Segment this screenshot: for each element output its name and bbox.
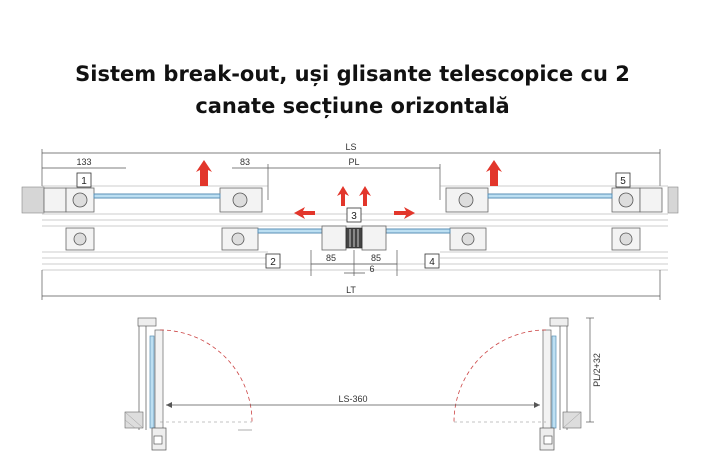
left-profile-vertical <box>154 329 164 431</box>
arrow-up-center-right <box>359 186 371 206</box>
marker-2: 2 <box>265 253 281 269</box>
title-line-2: canate secțiune orizontală <box>195 94 510 118</box>
roller-lower-right <box>619 232 633 246</box>
marker-4: 4 <box>424 253 440 269</box>
left-roller <box>153 435 163 445</box>
arrow-up-center-left <box>337 186 349 206</box>
lt-label: LT <box>346 285 356 295</box>
left-glass-vertical <box>149 335 155 429</box>
marker-3: 3 <box>346 207 362 223</box>
dim-133-label: 133 <box>76 157 91 167</box>
svg-text:1: 1 <box>81 176 87 187</box>
wall-left <box>21 186 45 214</box>
dim-85-left-label: 85 <box>326 253 336 263</box>
roller-lower-left <box>73 232 87 246</box>
roller-4 <box>461 232 475 246</box>
glass-lower-left <box>257 228 323 234</box>
pl2-label: PL/2+32 <box>592 353 602 387</box>
diagram-title: Sistem break-out, uși glisante telescopi… <box>0 58 705 122</box>
roller-5 <box>618 192 634 208</box>
profile-5b <box>639 187 663 213</box>
left-swing-arc <box>159 329 253 423</box>
bottom-section: LS-360 PL/2+32 <box>124 317 602 451</box>
svg-text:4: 4 <box>429 257 435 268</box>
marker-1: 1 <box>76 172 92 188</box>
right-profile-vertical <box>542 329 552 431</box>
right-top-cap <box>549 317 569 327</box>
arrow-right <box>394 207 415 219</box>
dim-83-label: 83 <box>240 157 250 167</box>
glass-upper-right <box>487 193 613 199</box>
top-section: LS 133 83 PL <box>21 142 679 300</box>
arrow-left <box>294 207 315 219</box>
glass-lower-right <box>385 228 451 234</box>
marker-5: 5 <box>615 172 631 188</box>
ls360-label: LS-360 <box>338 394 367 404</box>
dim-85-right-label: 85 <box>371 253 381 263</box>
dim-6-label: 6 <box>369 264 374 274</box>
left-top-cap <box>137 317 157 327</box>
center-profile-right <box>361 225 387 251</box>
break-out-arrows <box>196 160 502 219</box>
right-swing-arc <box>453 329 547 423</box>
svg-text:2: 2 <box>270 257 276 268</box>
arrow-up-left <box>196 160 212 186</box>
ls-label: LS <box>345 142 356 152</box>
svg-text:3: 3 <box>351 211 357 222</box>
glass-upper-left <box>93 193 221 199</box>
pl-label: PL <box>348 157 359 167</box>
roller-2 <box>231 232 245 246</box>
svg-text:5: 5 <box>620 176 626 187</box>
title-line-1: Sistem break-out, uși glisante telescopi… <box>75 62 630 86</box>
right-roller <box>543 435 553 445</box>
roller-upper-left <box>232 192 248 208</box>
right-glass-vertical <box>551 335 557 429</box>
center-profile-left <box>321 225 347 251</box>
wall-right <box>667 186 679 214</box>
roller-upper-right <box>458 192 474 208</box>
arrow-up-right <box>486 160 502 186</box>
profile-1a <box>43 187 67 213</box>
roller-1 <box>72 192 88 208</box>
